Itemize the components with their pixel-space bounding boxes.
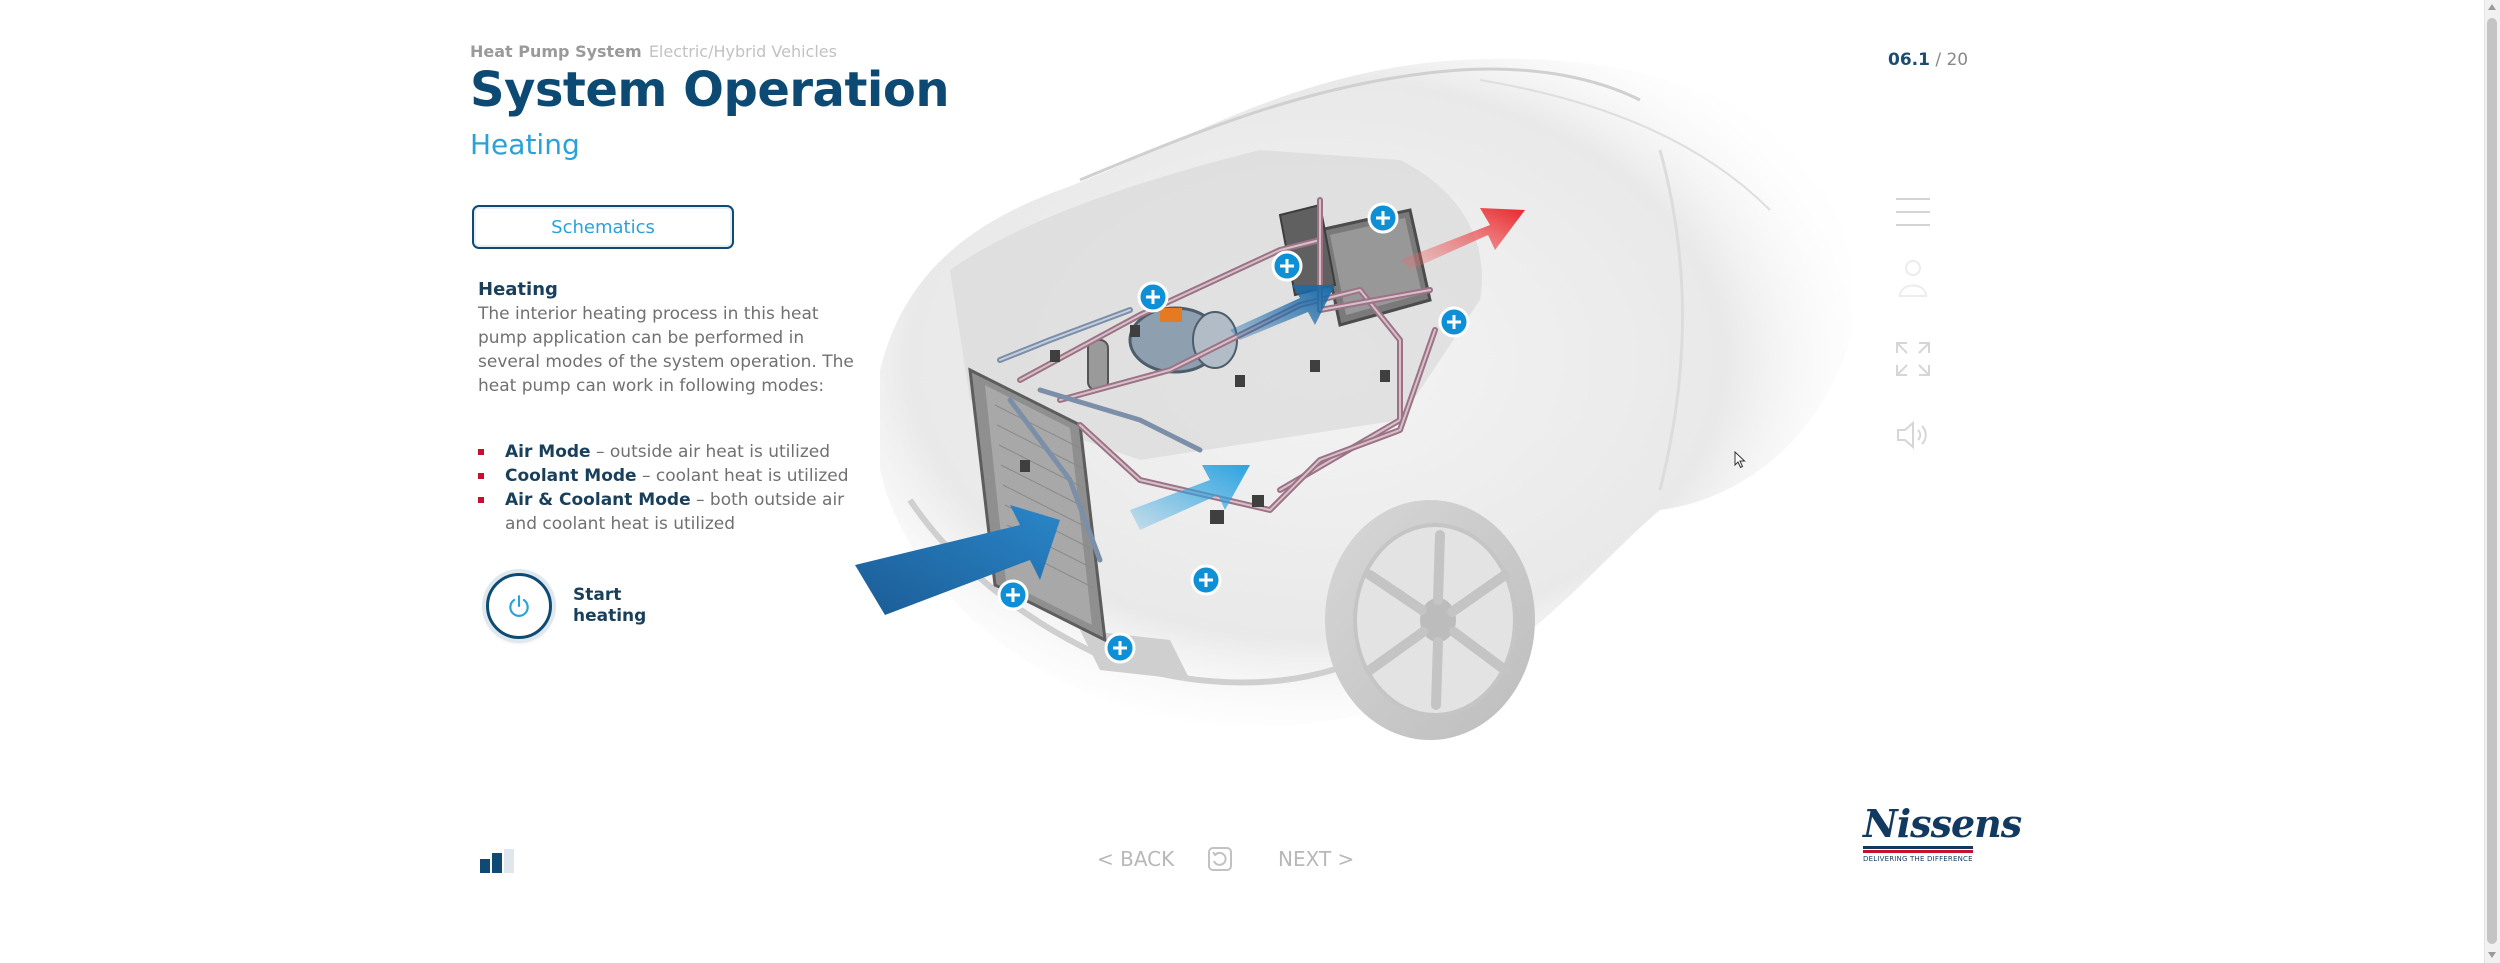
fullscreen-icon xyxy=(1895,341,1931,377)
hotspot-plus-1[interactable] xyxy=(1369,204,1397,232)
hotspot-plus-4[interactable] xyxy=(1440,308,1468,336)
breadcrumb-section: Heat Pump System xyxy=(470,42,642,61)
sound-button[interactable] xyxy=(1893,420,1933,450)
menu-button[interactable] xyxy=(1893,196,1933,228)
list-item: Coolant Mode – coolant heat is utilized xyxy=(478,464,858,488)
list-item: Air & Coolant Mode – both outside air an… xyxy=(478,488,858,536)
bullet xyxy=(478,497,484,503)
content-heading: Heating xyxy=(478,278,858,302)
page-total: / 20 xyxy=(1935,50,1968,70)
next-button[interactable]: NEXT > xyxy=(1278,847,1354,871)
hotspot-plus-3[interactable] xyxy=(1139,283,1167,311)
start-label-line1: Start xyxy=(573,585,663,606)
breadcrumb: Heat Pump System Electric/Hybrid Vehicle… xyxy=(470,42,837,61)
scroll-down-icon[interactable] xyxy=(2488,952,2496,958)
page-current: 06.1 xyxy=(1888,50,1930,70)
hotspot-plus-2[interactable] xyxy=(1273,252,1301,280)
hotspot-plus-5[interactable] xyxy=(1192,566,1220,594)
wheel xyxy=(1325,500,1535,740)
logo-stripe xyxy=(1863,850,1973,853)
back-button[interactable]: < BACK xyxy=(1097,847,1174,871)
content-panel: Heating The interior heating process in … xyxy=(478,278,858,536)
start-label-line2: heating xyxy=(573,606,663,627)
heat-pump-illustration xyxy=(840,40,1870,800)
fullscreen-button[interactable] xyxy=(1893,341,1933,377)
hotspot-plus-6[interactable] xyxy=(999,581,1027,609)
content-paragraph: The interior heating process in this hea… xyxy=(478,302,858,398)
breadcrumb-subsection: Electric/Hybrid Vehicles xyxy=(649,42,837,61)
nissens-logo: Nissens DELIVERING THE DIFFERENCE xyxy=(1863,804,1973,863)
scroll-up-icon[interactable] xyxy=(2488,4,2496,10)
accumulator xyxy=(1088,340,1108,390)
progress-icon xyxy=(480,849,516,873)
page-subtitle: Heating xyxy=(470,128,580,161)
mode-desc: – coolant heat is utilized xyxy=(637,466,849,486)
menu-icon xyxy=(1895,196,1931,228)
start-heating-button[interactable] xyxy=(486,573,552,639)
mode-desc: – outside air heat is utilized xyxy=(591,442,830,462)
power-icon xyxy=(506,593,532,619)
logo-wordmark: Nissens xyxy=(1863,804,1973,844)
list-item: Air Mode – outside air heat is utilized xyxy=(478,440,858,464)
mode-name: Air & Coolant Mode xyxy=(505,490,691,510)
logo-tagline: DELIVERING THE DIFFERENCE xyxy=(1863,855,1973,863)
mode-name: Air Mode xyxy=(505,442,591,462)
tutor-button[interactable] xyxy=(1893,258,1933,298)
hotspot-plus-7[interactable] xyxy=(1106,634,1134,662)
cursor-icon xyxy=(1734,451,1746,469)
bullet xyxy=(478,449,484,455)
logo-stripe xyxy=(1863,846,1973,849)
bullet xyxy=(478,473,484,479)
reload-icon[interactable] xyxy=(1207,846,1233,872)
scrollbar-thumb[interactable] xyxy=(2487,18,2497,944)
start-heating-label: Start heating xyxy=(573,585,663,627)
mode-name: Coolant Mode xyxy=(505,466,637,486)
person-icon xyxy=(1897,258,1929,298)
modes-list: Air Mode – outside air heat is utilized … xyxy=(478,440,858,536)
page-counter: 06.1 / 20 xyxy=(1888,50,1968,70)
speaker-icon xyxy=(1895,420,1931,450)
schematics-button[interactable]: Schematics xyxy=(472,205,734,249)
